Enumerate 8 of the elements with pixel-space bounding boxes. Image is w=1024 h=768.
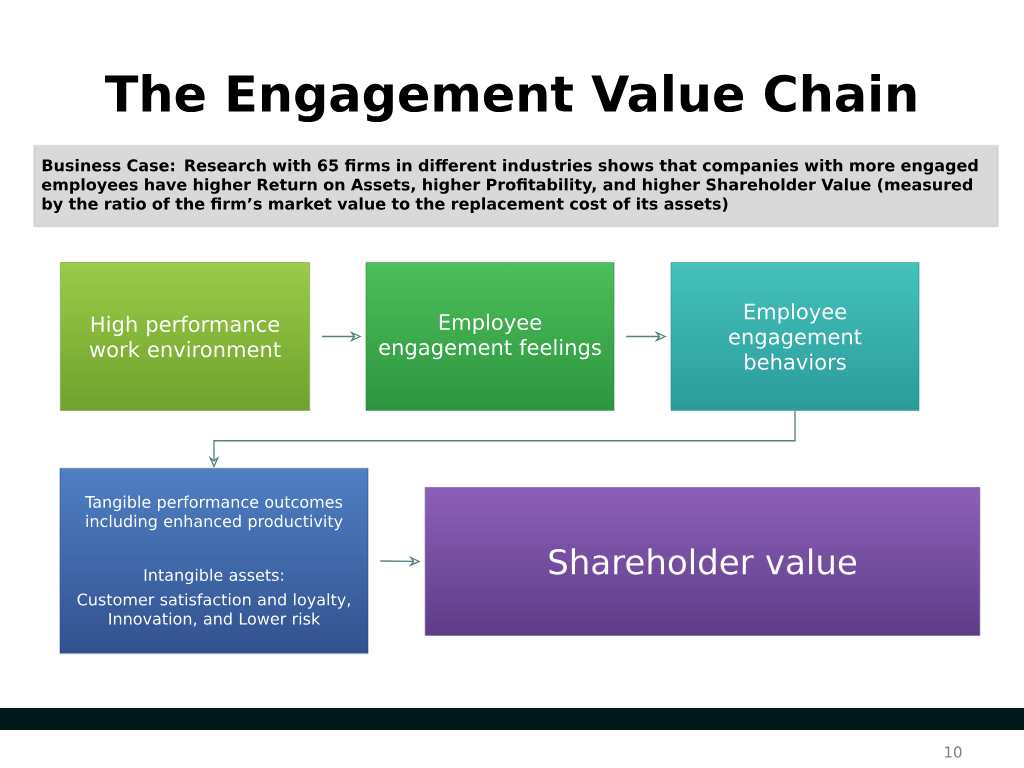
case-box: Business Case: Research with 65 firms in different industries shows that companies with more engaged employees have higher Return on Assets, higher Profitability, and higher Shareholder Value (measured by the ratio of the firm’s market value to the replacement cost of its assets) [33,145,999,227]
process-box: High performance work environment [60,262,310,411]
process-box: Employee engagement behaviors [670,262,920,411]
title: The Engagement Value Chain [105,73,916,123]
process-box: Employee engagement feelings [365,262,615,411]
page-number: 10 [945,746,962,758]
result-box: Shareholder value [424,487,981,636]
outcome-box: Tangible performance outcomes including enhanced productivity Intangible assets: Customer satisfaction and loyalty, Innovation, and Lower risk [59,468,369,654]
